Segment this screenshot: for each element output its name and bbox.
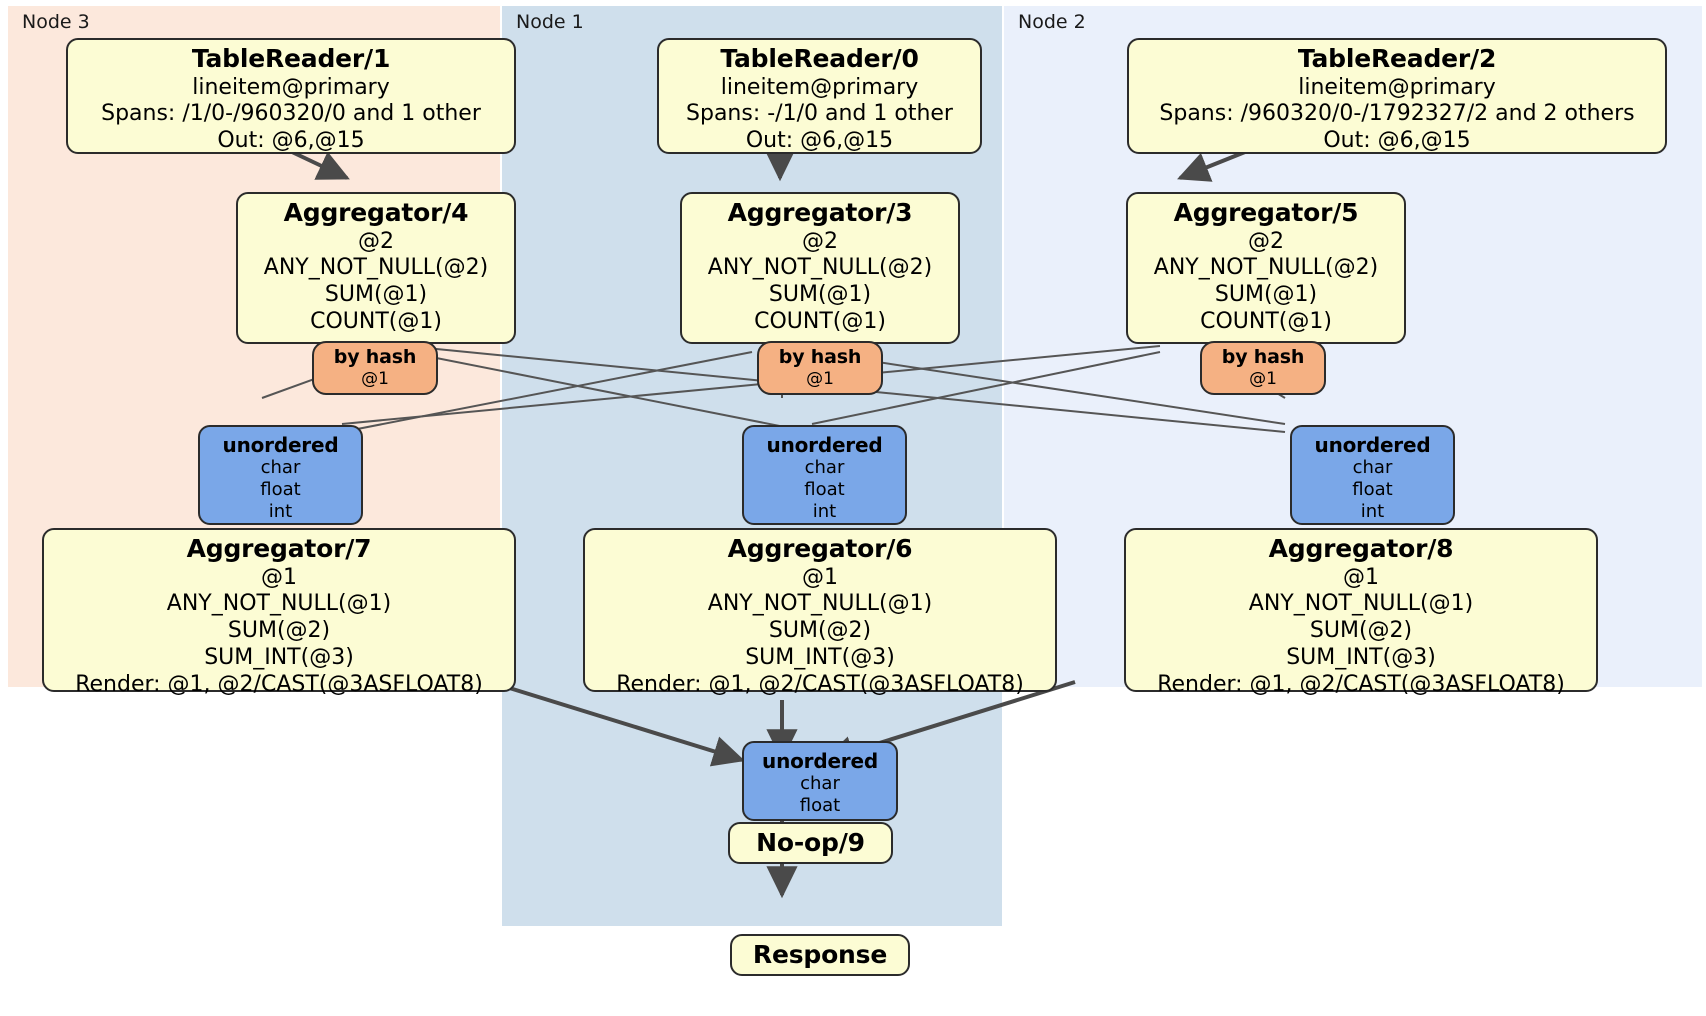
- box-title: Aggregator/8: [1268, 534, 1454, 563]
- box-aggregator-6[interactable]: Aggregator/6 @1 ANY_NOT_NULL(@1) SUM(@2)…: [583, 528, 1057, 697]
- box-line: COUNT(@1): [310, 308, 442, 334]
- box-title: Aggregator/7: [186, 534, 372, 563]
- box-line: Spans: /1/0-/960320/0 and 1 other: [101, 101, 481, 127]
- router-line: char: [800, 773, 840, 795]
- router-by-hash-right[interactable]: by hash @1: [1200, 341, 1326, 395]
- router-by-hash-center[interactable]: by hash @1: [757, 341, 883, 395]
- box-line: SUM(@2): [1309, 618, 1413, 644]
- box-title: No-op/9: [756, 828, 865, 857]
- router-line: char: [804, 457, 845, 479]
- box-aggregator-4[interactable]: Aggregator/4 @2 ANY_NOT_NULL(@2) SUM(@1)…: [236, 192, 516, 344]
- box-line: Out: @6,@15: [217, 128, 365, 154]
- router-line: int: [268, 501, 293, 523]
- router-line: @1: [1249, 369, 1277, 390]
- router-line: float: [1352, 479, 1393, 501]
- box-line: SUM(@1): [768, 282, 872, 308]
- router-line: float: [804, 479, 845, 501]
- box-line: ANY_NOT_NULL(@1): [1248, 591, 1474, 617]
- router-line: char: [260, 457, 301, 479]
- router-line: float: [260, 479, 301, 501]
- box-line: SUM_INT(@3): [745, 644, 895, 670]
- box-title: Aggregator/4: [283, 198, 469, 227]
- box-title: Aggregator/5: [1173, 198, 1359, 227]
- box-aggregator-3[interactable]: Aggregator/3 @2 ANY_NOT_NULL(@2) SUM(@1)…: [680, 192, 960, 344]
- router-line: @1: [806, 369, 834, 390]
- box-aggregator-7[interactable]: Aggregator/7 @1 ANY_NOT_NULL(@1) SUM(@2)…: [42, 528, 516, 697]
- router-title: by hash: [778, 346, 862, 368]
- box-line: SUM_INT(@3): [1286, 644, 1436, 670]
- router-unordered-final[interactable]: unordered char float: [742, 741, 898, 821]
- router-title: unordered: [1314, 433, 1431, 457]
- box-line: SUM(@1): [1214, 282, 1318, 308]
- box-title: Response: [752, 940, 888, 969]
- box-line: Spans: /960320/0-/1792327/2 and 2 others: [1159, 101, 1635, 127]
- box-line: @1: [1343, 564, 1379, 590]
- router-title: unordered: [762, 749, 878, 773]
- box-table-reader-1[interactable]: TableReader/1 lineitem@primary Spans: /1…: [66, 38, 516, 154]
- router-line: int: [812, 501, 837, 523]
- router-line: char: [1352, 457, 1393, 479]
- box-aggregator-8[interactable]: Aggregator/8 @1 ANY_NOT_NULL(@1) SUM(@2)…: [1124, 528, 1598, 697]
- router-unordered-right[interactable]: unordered char float int: [1290, 425, 1455, 525]
- box-table-reader-2[interactable]: TableReader/2 lineitem@primary Spans: /9…: [1127, 38, 1667, 154]
- router-title: by hash: [1221, 346, 1305, 368]
- box-title: TableReader/2: [1297, 44, 1497, 73]
- box-line: Render: @1, @2/CAST(@3ASFLOAT8): [1157, 671, 1565, 697]
- box-line: ANY_NOT_NULL(@1): [707, 591, 933, 617]
- router-line: @1: [361, 369, 389, 390]
- box-line: @1: [802, 564, 838, 590]
- box-line: ANY_NOT_NULL(@2): [1153, 255, 1379, 281]
- box-title: Aggregator/3: [727, 198, 913, 227]
- router-by-hash-left[interactable]: by hash @1: [312, 341, 438, 395]
- box-line: @2: [1248, 228, 1284, 254]
- box-line: Spans: -/1/0 and 1 other: [686, 101, 953, 127]
- box-table-reader-0[interactable]: TableReader/0 lineitem@primary Spans: -/…: [657, 38, 982, 154]
- box-line: SUM(@1): [324, 282, 428, 308]
- router-line: int: [1360, 501, 1385, 523]
- node-region-label-node1: Node 1: [516, 11, 584, 33]
- router-title: by hash: [333, 346, 417, 368]
- box-line: @2: [358, 228, 394, 254]
- box-line: Render: @1, @2/CAST(@3ASFLOAT8): [616, 671, 1024, 697]
- box-title: TableReader/0: [720, 44, 919, 73]
- box-response[interactable]: Response: [730, 934, 910, 976]
- box-line: @2: [802, 228, 838, 254]
- box-line: SUM_INT(@3): [204, 644, 354, 670]
- box-line: Out: @6,@15: [745, 128, 894, 154]
- node-region-label-node2: Node 2: [1018, 11, 1086, 33]
- box-line: ANY_NOT_NULL(@2): [263, 255, 489, 281]
- box-line: lineitem@primary: [192, 74, 390, 100]
- router-unordered-left[interactable]: unordered char float int: [198, 425, 363, 525]
- box-line: SUM(@2): [227, 618, 331, 644]
- box-line: ANY_NOT_NULL(@2): [707, 255, 933, 281]
- box-line: SUM(@2): [768, 618, 872, 644]
- box-no-op-9[interactable]: No-op/9: [728, 822, 893, 864]
- box-line: lineitem@primary: [720, 74, 919, 100]
- box-title: TableReader/1: [191, 44, 391, 73]
- router-unordered-center[interactable]: unordered char float int: [742, 425, 907, 525]
- box-line: COUNT(@1): [754, 308, 886, 334]
- box-line: Out: @6,@15: [1323, 128, 1471, 154]
- box-title: Aggregator/6: [727, 534, 913, 563]
- router-title: unordered: [222, 433, 339, 457]
- router-title: unordered: [766, 433, 883, 457]
- box-line: COUNT(@1): [1200, 308, 1332, 334]
- box-line: @1: [261, 564, 297, 590]
- box-aggregator-5[interactable]: Aggregator/5 @2 ANY_NOT_NULL(@2) SUM(@1)…: [1126, 192, 1406, 344]
- box-line: Render: @1, @2/CAST(@3ASFLOAT8): [75, 671, 483, 697]
- router-line: float: [799, 795, 841, 817]
- box-line: lineitem@primary: [1298, 74, 1496, 100]
- box-line: ANY_NOT_NULL(@1): [166, 591, 392, 617]
- node-region-label-node3: Node 3: [22, 11, 90, 33]
